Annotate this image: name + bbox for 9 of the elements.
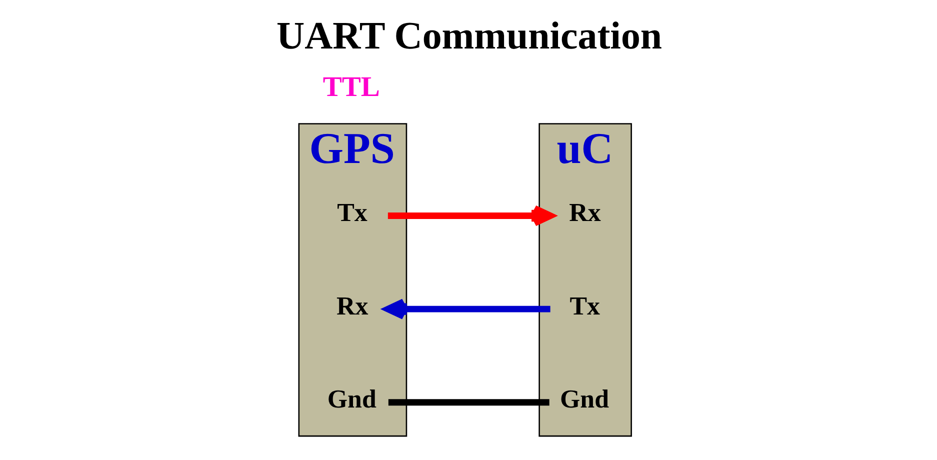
- node-text: Gnd: [326, 384, 376, 414]
- node-text: Tx: [336, 198, 367, 227]
- connector: [388, 399, 549, 406]
- node-text: Gnd: [560, 384, 609, 414]
- label: TTL: [322, 72, 380, 103]
- node-text: Rx: [568, 198, 600, 227]
- node-text: Tx: [569, 291, 600, 320]
- diagram-title: UART Communication: [276, 14, 662, 58]
- node-text: Rx: [336, 291, 368, 320]
